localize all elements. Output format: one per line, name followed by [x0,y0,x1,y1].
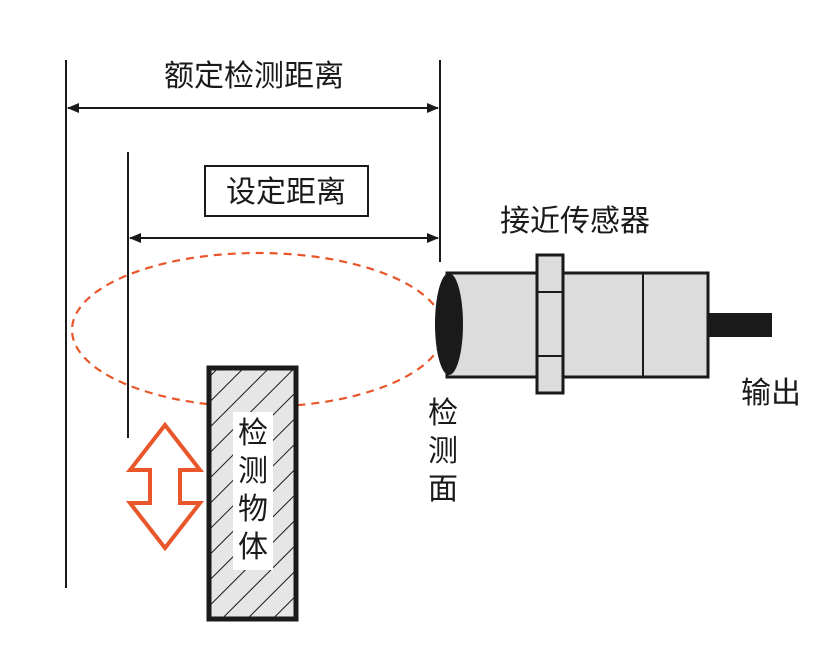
sensor-label: 接近传感器 [500,204,650,239]
set-distance-label-box [204,165,369,217]
target-object-label-char-1: 检 [238,416,268,451]
target-object-label-char-2: 测 [238,454,268,489]
target-object-label-backdrop [233,412,273,570]
rated-distance-label: 额定检测距离 [164,59,344,94]
output-label: 输出 [741,376,801,411]
target-object-label-char-3: 物 [238,492,268,527]
sensor-cable [708,313,772,337]
detect-surface-label-char-1: 检 [428,396,458,431]
sensor-detection-face [435,273,463,375]
sensor-body [445,271,710,379]
target-object-label-char-4: 体 [238,530,268,565]
detect-surface-label-char-3: 面 [428,472,458,507]
set-distance-label: 设定距离 [226,175,346,210]
movement-double-arrow [125,421,205,552]
detect-surface-label-char-2: 测 [428,434,458,469]
sensor-nut [535,253,565,395]
proximity-sensor [435,253,772,395]
